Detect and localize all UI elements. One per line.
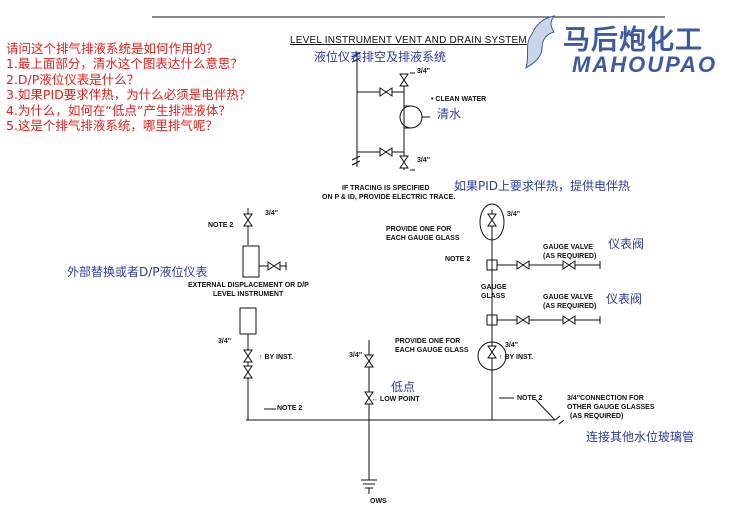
- right-vent-valve: [487, 213, 497, 227]
- right-drain-valve: [487, 345, 497, 359]
- instrument-circle: [399, 105, 423, 129]
- gauge-valve-1-label-b: (AS REQUIRED): [543, 253, 597, 260]
- gauge-valve-2-label-b: (AS REQUIRED): [543, 303, 597, 310]
- provide-bot-1: PROVIDE ONE FOR: [395, 338, 461, 345]
- diagram-title-cn: 液位仪表排空及排液系统: [314, 50, 447, 64]
- center-drain-valve-bottom: [364, 391, 374, 405]
- by-inst-left: ↑ BY INST.: [259, 354, 294, 361]
- question-3: 3.如果PID要求伴热，为什么必须是电伴热？: [6, 87, 252, 103]
- tracing-note-cn: 如果PID上要求伴热，提供电伴热: [454, 179, 631, 193]
- valve-top-header: [379, 87, 393, 97]
- external-instrument-2: LEVEL INSTRUMENT: [213, 291, 284, 298]
- gauge-glass-label-1: GAUGE: [481, 284, 507, 291]
- low-point-cn: 低点: [391, 380, 416, 394]
- question-4: 4.为什么，如何在“低点”产生排泄液体？: [6, 102, 231, 118]
- gauge-valve-cn-2: 仪表阀: [606, 292, 643, 306]
- clean-water-label: • CLEAN WATER: [431, 96, 487, 103]
- connection-cn: 连接其他水位玻璃管: [586, 430, 695, 444]
- note2-label-d: NOTE 2: [517, 395, 543, 402]
- left-drain-valve: [243, 349, 253, 363]
- left-vent-valve: [243, 213, 253, 227]
- logo-text-en: MAHOUPAO: [572, 52, 718, 77]
- connection-leader: [535, 399, 556, 421]
- questions-block: 请问这个排气排液系统是如何作用的？ 1.最上面部分，清水这个图表达什么意思？ 2…: [6, 41, 251, 133]
- size-left-top: 3/4": [265, 210, 279, 217]
- horse-logo-icon: [525, 15, 556, 70]
- highlight-ellipse-top: [479, 203, 505, 241]
- ows-label: OWS: [370, 498, 387, 505]
- connection-label-2: OTHER GAUGE GLASSES: [567, 404, 655, 411]
- question-1: 1.最上面部分，清水这个图表达什么意思？: [6, 56, 243, 72]
- provide-top-1: PROVIDE ONE FOR: [386, 226, 452, 233]
- note2-label-a: NOTE 2: [208, 222, 234, 229]
- left-instrument-body: [242, 245, 260, 278]
- note2-label-b: NOTE 2: [277, 405, 303, 412]
- ows-funnel: [361, 479, 377, 494]
- left-lower-body: [239, 307, 257, 335]
- gauge-valve-1-label-a: GAUGE VALVE: [543, 244, 593, 251]
- size-right-bot: 3/4": [505, 342, 519, 349]
- highlight-ellipse-bottom: [477, 341, 507, 371]
- logo-text-cn: 马后炮化工: [563, 25, 703, 56]
- provide-top-2: EACH GAUGE GLASS: [386, 235, 460, 242]
- size-label-top-1: 3/4": [417, 68, 431, 75]
- external-instrument-1: EXTERNAL DISPLACEMENT OR D/P: [188, 282, 309, 289]
- tracing-note-2: ON P & ID, PROVIDE ELECTRIC TRACE.: [322, 194, 456, 201]
- note2-label-c: NOTE 2: [445, 256, 471, 263]
- gauge-valve-1: [516, 260, 530, 270]
- question-5: 5.这是个排气排液系统，哪里排气呢？: [6, 118, 218, 134]
- size-right-top: 3/4": [507, 211, 521, 218]
- connection-label-3: (AS REQUIRED): [570, 413, 624, 420]
- valve-bottom-vent: [399, 155, 409, 169]
- clean-water-cn: 清水: [437, 107, 462, 121]
- by-inst-right: ↑ BY INST.: [499, 354, 534, 361]
- connection-label-1: 3/4"CONNECTION FOR: [567, 395, 644, 402]
- size-center: 3/4": [349, 352, 363, 359]
- tracing-note-1: IF TRACING IS SPECIFIED: [342, 185, 430, 192]
- diagram-title: LEVEL INSTRUMENT VENT AND DRAIN SYSTEM: [290, 35, 527, 46]
- question-2: 2.D/P液位仪表是什么？: [6, 71, 140, 87]
- gauge-valve-cn-1: 仪表阀: [608, 237, 645, 251]
- valve-bottom-header: [379, 147, 393, 157]
- size-label-top-2: 3/4": [417, 157, 431, 164]
- low-point-label: ← LOW POINT: [371, 396, 420, 403]
- external-instrument-cn: 外部替换或者D/P液位仪表: [67, 265, 208, 279]
- left-instrument-valve: [267, 261, 281, 271]
- gauge-valve-2-label-a: GAUGE VALVE: [543, 294, 593, 301]
- center-drain-valve-top: [364, 354, 374, 368]
- gauge-valve-2: [516, 315, 530, 325]
- size-left-mid: 3/4": [218, 338, 232, 345]
- question-0: 请问这个排气排液系统是如何作用的？: [6, 41, 219, 56]
- provide-bot-2: EACH GAUGE GLASS: [395, 347, 469, 354]
- gauge-glass-label-2: GLASS: [481, 293, 506, 300]
- valve-top-vent: [399, 73, 409, 87]
